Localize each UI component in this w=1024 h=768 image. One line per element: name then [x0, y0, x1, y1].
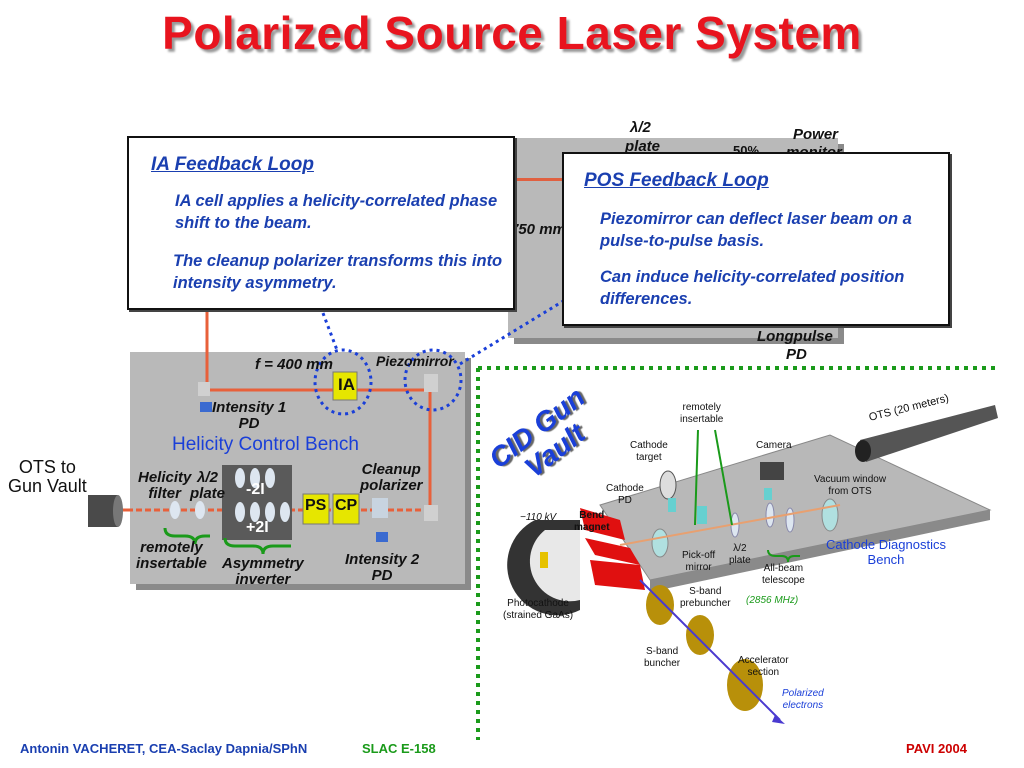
- remotely-insertable-label: remotely insertable: [136, 539, 207, 572]
- bend-magnet-label: Bend magnet: [574, 510, 610, 533]
- half-wave-label-top: λ/2: [630, 119, 651, 136]
- ia-feedback-heading: IA Feedback Loop: [151, 154, 314, 175]
- s-band-buncher-label: S-band buncher: [644, 646, 681, 669]
- ia-feedback-text-2: The cleanup polarizer transforms this in…: [173, 252, 503, 293]
- pos-feedback-text-2: Can induce helicity-correlated position …: [600, 268, 905, 309]
- footer-conference: PAVI 2004: [906, 741, 967, 756]
- pos-feedback-heading: POS Feedback Loop: [584, 170, 769, 191]
- polarized-electrons-label: Polarized electrons: [782, 688, 824, 711]
- cathode-diagnostics-bench-label: Cathode Diagnostics Bench: [826, 537, 946, 567]
- voltage-label: −110 kV: [520, 512, 557, 523]
- vacuum-window-label: Vacuum window from OTS: [814, 474, 887, 497]
- s-band-prebuncher-label: S-band prebuncher: [680, 586, 731, 609]
- ps-cell-label: PS: [305, 497, 327, 514]
- footer-experiment: SLAC E-158: [362, 741, 436, 756]
- ia-cell-label: IA: [338, 375, 355, 394]
- vault-half-wave-label: λ/2 plate: [729, 543, 751, 566]
- power-label: Power: [793, 126, 839, 143]
- hcb-optics: [88, 371, 438, 542]
- hcb-braces: [163, 527, 291, 555]
- footer-author: Antonin VACHERET, CEA-Saclay Dapnia/SPhN: [20, 741, 308, 756]
- pos-feedback-text-1: Piezomirror can deflect laser beam on a …: [600, 210, 912, 251]
- half-wave-plate-label: λ/2 plate: [190, 469, 226, 502]
- cathode-target-label: Cathode target: [630, 440, 668, 463]
- longpulse-pd-label: PD: [786, 346, 807, 363]
- vault-boundary: [476, 366, 1000, 740]
- accelerator-section-label: Accelerator section: [738, 655, 789, 678]
- camera-label: Camera: [756, 440, 792, 451]
- ots-to-gun-vault-label: OTS to Gun Vault: [8, 457, 87, 496]
- cp-cell-label: CP: [335, 497, 358, 514]
- ia-feedback-callout: IA Feedback Loop IA cell applies a helic…: [127, 136, 515, 310]
- helicity-control-bench-title: Helicity Control Bench: [172, 434, 359, 455]
- distance-750-label: 750 mm: [510, 221, 566, 238]
- asymmetry-inverter-label: Asymmetry inverter: [222, 555, 304, 588]
- page-title: Polarized Source Laser System: [162, 7, 862, 59]
- helicity-filter-label: Helicity filter: [138, 469, 192, 502]
- plate-label-top: plate: [625, 138, 661, 155]
- photocathode-label: Photocathode (strained GaAs): [503, 598, 574, 621]
- vault-remotely-insertable: remotely insertable: [680, 402, 724, 425]
- minus-2i-label: -2I: [246, 481, 265, 498]
- vault-equipment: [507, 405, 998, 724]
- intensity-2-pd-label: Intensity 2 PD: [345, 551, 420, 584]
- frequency-label: (2856 MHz): [746, 595, 799, 606]
- longpulse-label: Longpulse: [757, 328, 833, 345]
- plus-2i-label: +2I: [246, 519, 269, 536]
- cleanup-polarizer-label: Cleanup polarizer: [360, 461, 423, 494]
- focal-length-label: f = 400 mm: [255, 356, 333, 373]
- pos-feedback-callout: POS Feedback Loop Piezomirror can deflec…: [562, 152, 950, 326]
- intensity-1-pd-label: Intensity 1 PD: [212, 399, 287, 432]
- piezomirror-label: Piezomirror: [376, 353, 454, 369]
- pick-off-mirror-label: Pick-off mirror: [682, 550, 716, 573]
- beam-line-top: [510, 178, 580, 181]
- ia-feedback-text-1: IA cell applies a helicity-correlated ph…: [175, 192, 498, 233]
- cathode-pd-label: Cathode PD: [606, 483, 644, 506]
- all-beam-telescope-label: All-beam telescope: [762, 563, 805, 586]
